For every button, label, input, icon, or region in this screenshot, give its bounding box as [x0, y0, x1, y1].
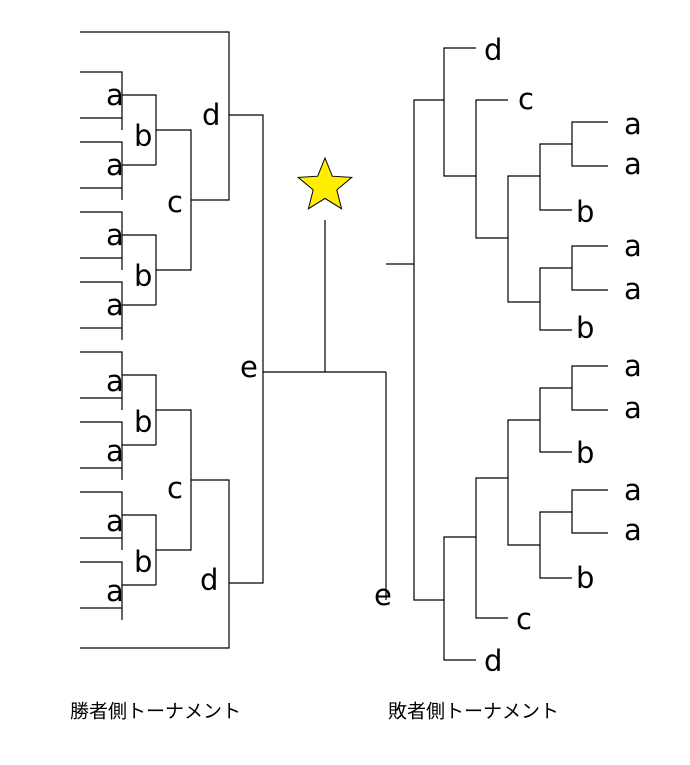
bracket-line [507, 238, 608, 303]
losers-bracket-caption: 敗者側トーナメント [388, 701, 559, 723]
losers-label: a [624, 513, 642, 547]
winners-label: a [106, 434, 124, 468]
bracket-line [571, 144, 608, 167]
bracket-line [443, 99, 508, 177]
bracket-line [80, 281, 123, 340]
losers-label: b [576, 436, 594, 470]
losers-label: d [484, 33, 502, 67]
winners-label: a [106, 504, 124, 538]
bracket-line [571, 512, 608, 534]
winners-label: c [167, 185, 183, 219]
winners-label: b [134, 545, 152, 579]
bracket-line [80, 491, 123, 550]
losers-label: a [624, 147, 642, 181]
bracket-lines [80, 31, 608, 661]
bracket-line [80, 561, 123, 620]
bracket-line [80, 31, 230, 201]
winners-label: d [200, 563, 218, 597]
losers-label: b [576, 195, 594, 229]
winners-label: b [134, 259, 152, 293]
bracket-line [386, 47, 476, 265]
losers-label: c [516, 602, 532, 636]
bracket-line [539, 420, 572, 453]
bracket-line [571, 268, 608, 291]
losers-label: a [624, 349, 642, 383]
losers-label: d [484, 644, 502, 678]
bracket-line [80, 71, 123, 130]
winners-label: b [134, 119, 152, 153]
bracket-line [156, 200, 192, 271]
bracket-line [413, 264, 476, 661]
bracket-line [122, 234, 157, 305]
losers-label: e [374, 578, 392, 612]
bracket-line [539, 545, 572, 579]
bracket-line [229, 114, 264, 584]
bracket-line [507, 478, 608, 546]
bracket-line [80, 479, 230, 649]
winners-label: b [134, 405, 152, 439]
winners-label: e [240, 350, 258, 384]
winners-label: c [167, 471, 183, 505]
bracket-line [80, 211, 123, 270]
bracket-line [122, 374, 157, 445]
star-icon [296, 156, 354, 210]
losers-label: a [624, 473, 642, 507]
losers-label: a [624, 391, 642, 425]
bracket-line [156, 480, 192, 551]
bracket-line [539, 176, 572, 211]
bracket-line [80, 141, 123, 200]
bracket-line [539, 302, 572, 331]
winners-label: a [106, 218, 124, 252]
losers-label: a [624, 272, 642, 306]
losers-label: b [576, 311, 594, 345]
bracket-line [122, 94, 157, 165]
winners-label: a [106, 288, 124, 322]
bracket-line [571, 388, 608, 411]
bracket-line [443, 536, 508, 619]
winners-bracket-caption: 勝者側トーナメント [70, 701, 241, 723]
losers-label: c [518, 82, 534, 116]
bracket-line [156, 409, 192, 480]
winners-label: a [106, 78, 124, 112]
bracket-line [80, 421, 123, 480]
winners-label: a [106, 148, 124, 182]
bracket-line [80, 351, 123, 410]
winners-label: a [106, 364, 124, 398]
losers-label: a [624, 229, 642, 263]
losers-label: b [576, 561, 594, 595]
bracket-line [122, 514, 157, 585]
winners-label: a [106, 574, 124, 608]
bracket-line [156, 129, 192, 200]
winners-label: d [202, 98, 220, 132]
losers-label: a [624, 107, 642, 141]
